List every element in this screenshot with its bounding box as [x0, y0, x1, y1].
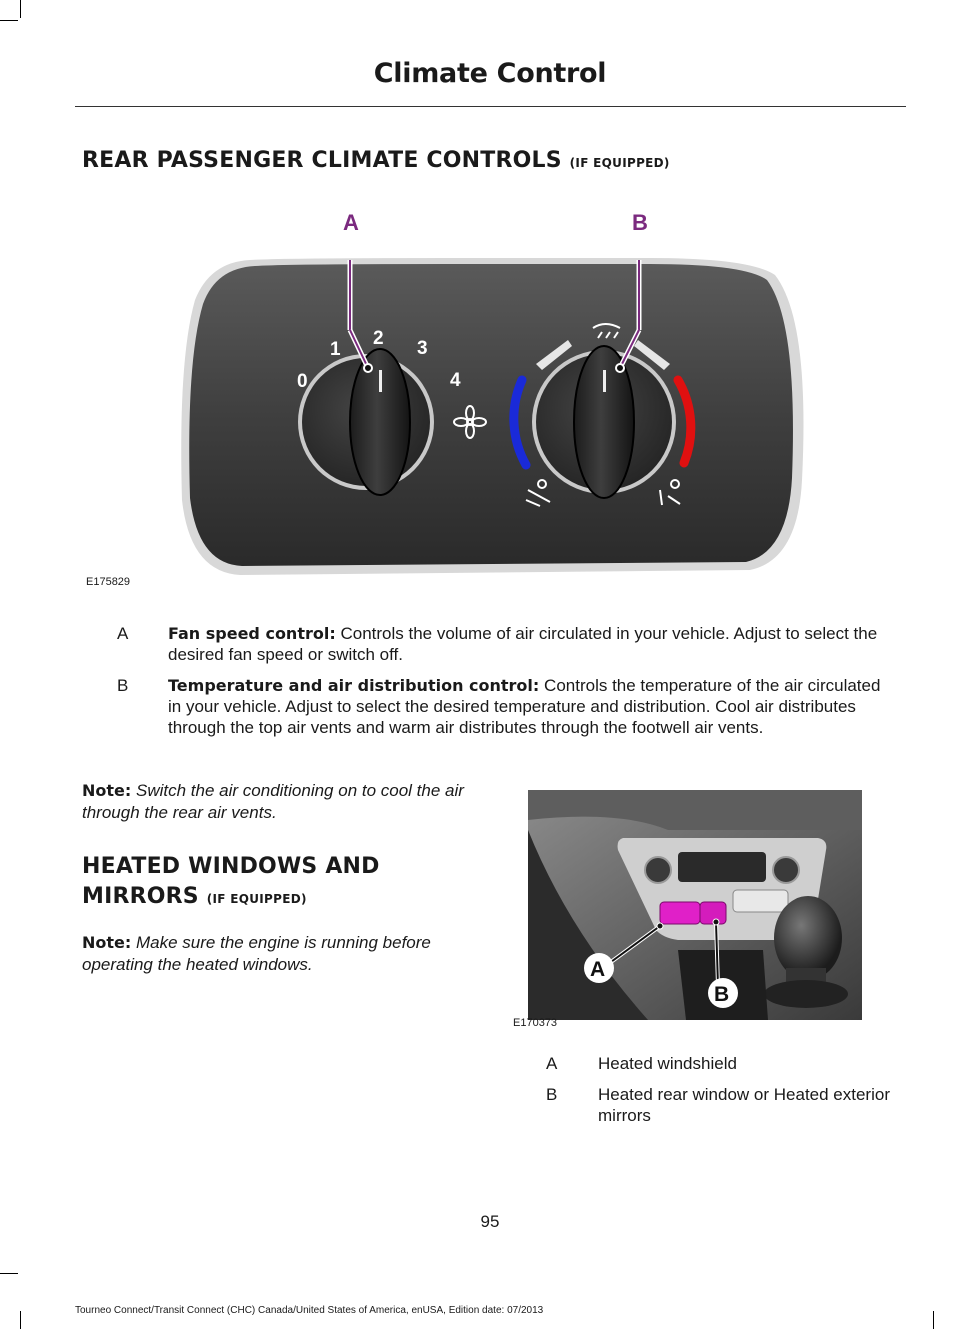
heated-rear-window-button [699, 901, 727, 925]
item-text: Controls the volume of air circulated in… [168, 624, 878, 664]
gear-shifter [764, 896, 848, 1008]
callout-b: B [708, 918, 738, 1008]
footwell-vent-icon [659, 479, 681, 506]
item-letter: B [546, 1085, 558, 1104]
control-panel-body [181, 258, 804, 575]
item-letter: B [117, 676, 129, 695]
figure-code: E175829 [86, 576, 131, 588]
temperature-dial [532, 345, 676, 499]
note-engine-running: Note: Make sure the engine is running be… [82, 932, 462, 976]
temperature-scale-cold [509, 375, 531, 470]
heated-windows-heading-suffix: (IF EQUIPPED) [206, 892, 307, 906]
item-term: Temperature and air distribution control… [168, 676, 540, 695]
item-text: Heated rear window or Heated exterior mi… [598, 1085, 890, 1125]
crop-mark [20, 1311, 21, 1329]
fan-speed-labels: 0 1 2 3 4 [297, 328, 461, 392]
crop-mark [20, 0, 21, 18]
item-description: Temperature and air distribution control… [168, 675, 898, 738]
fan-speed-label: 3 [417, 338, 428, 359]
fan-speed-label: 2 [373, 328, 384, 349]
rear-climate-heading-suffix: (IF EQUIPPED) [569, 156, 670, 170]
footer-edition: Tourneo Connect/Transit Connect (CHC) Ca… [75, 1305, 544, 1316]
page-number: 95 [480, 1212, 500, 1231]
callout-a-label: A [343, 210, 359, 235]
rear-climate-panel-figure: 0 1 2 3 4 [181, 210, 804, 575]
callout-b: B [615, 210, 648, 373]
item-description: Fan speed control: Controls the volume o… [168, 623, 898, 665]
callout-a-label: A [590, 958, 605, 981]
item-text: Controls the temperature of the air circ… [168, 676, 881, 737]
note-label: Note: [82, 933, 132, 952]
fan-speed-label: 1 [330, 339, 341, 360]
crop-mark [0, 20, 18, 21]
heated-windows-heading: HEATED WINDOWS AND MIRRORS (IF EQUIPPED) [82, 852, 380, 914]
heated-windows-figure: A B [528, 790, 862, 1020]
callout-a: A [584, 922, 664, 983]
rear-climate-heading-text: REAR PASSENGER CLIMATE CONTROLS [82, 148, 562, 173]
item-term: Fan speed control: [168, 624, 336, 643]
face-vent-icon [525, 479, 551, 507]
callout-b-label: B [714, 983, 729, 1006]
fan-icon [453, 405, 487, 439]
item-letter: A [117, 624, 129, 643]
note-label: Note: [82, 781, 132, 800]
heated-windows-heading-line1: HEATED WINDOWS AND [82, 854, 380, 879]
figure-code: E170373 [513, 1017, 558, 1029]
crop-mark [0, 1273, 18, 1274]
item-letter: A [546, 1054, 558, 1073]
heated-windows-heading-line2: MIRRORS (IF EQUIPPED) [82, 882, 380, 914]
item-text: Heated windshield [598, 1054, 737, 1073]
windshield-vent-icon [592, 323, 621, 339]
heated-windshield-button [659, 901, 701, 925]
heated-windows-heading-text: MIRRORS [82, 884, 199, 909]
header-rule [75, 106, 906, 107]
rear-climate-heading: REAR PASSENGER CLIMATE CONTROLS (IF EQUI… [82, 146, 670, 178]
note-text: Switch the air conditioning on to cool t… [82, 781, 464, 822]
note-text: Make sure the engine is running before o… [82, 933, 431, 974]
callout-a: A [343, 210, 373, 373]
fan-speed-dial [298, 348, 434, 496]
fan-speed-label: 0 [297, 371, 308, 392]
note-air-conditioning: Note: Switch the air conditioning on to … [82, 780, 482, 824]
callout-b-label: B [632, 210, 648, 235]
fan-speed-label: 4 [450, 370, 461, 391]
temperature-scale-hot [673, 375, 696, 468]
crop-mark [933, 1311, 934, 1329]
distribution-arcs [536, 340, 670, 370]
page-title: Climate Control [373, 58, 607, 89]
